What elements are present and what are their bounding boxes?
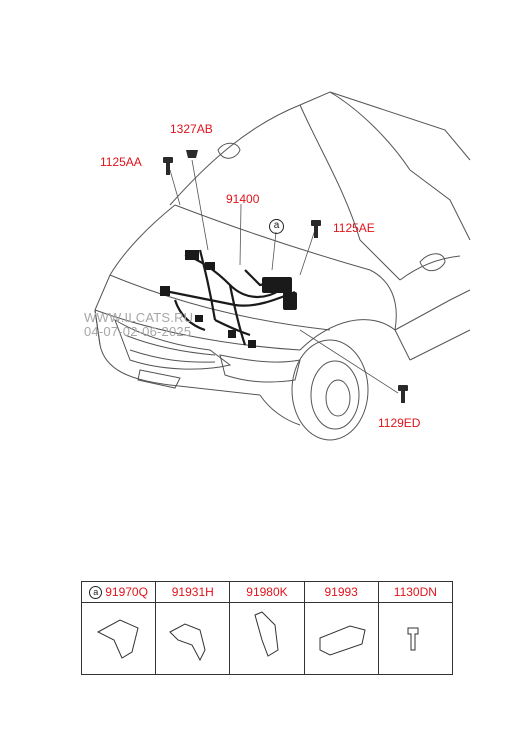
circle-a-marker: a xyxy=(269,219,284,234)
callout-1125aa: 1125AA xyxy=(100,155,142,169)
part-image-cell xyxy=(377,602,454,675)
callout-1129ed: 1129ED xyxy=(378,416,421,430)
part-image-cell xyxy=(303,602,379,675)
leader-lines xyxy=(169,159,399,394)
parts-header-1130dn: 1130DN xyxy=(377,581,454,603)
watermark-line2: 04-07-02-06-2025 xyxy=(84,324,192,339)
parts-header-91980k: 91980K xyxy=(229,581,305,603)
harness-connectors xyxy=(160,250,297,348)
circle-a-marker: a xyxy=(89,586,103,599)
callout-1125ae: 1125AE xyxy=(333,221,375,235)
part-number-label: 1130DN xyxy=(393,585,437,599)
car-body-outline xyxy=(94,91,471,441)
part-image-cell xyxy=(155,602,231,675)
parts-table-image-row xyxy=(80,602,454,675)
parts-header-91931h: 91931H xyxy=(155,581,231,603)
parts-header-91993: 91993 xyxy=(303,581,379,603)
watermark-line1: WWW.ILCATS.RU xyxy=(84,310,194,325)
part-number-label: 91970Q xyxy=(105,585,148,599)
part-number-label: 91931H xyxy=(171,585,214,599)
part-number-label: 91993 xyxy=(324,585,358,599)
part-image-cell xyxy=(229,602,305,675)
callout-1327ab: 1327AB xyxy=(170,122,213,136)
bolt-icons xyxy=(163,150,408,403)
part-number-label: 91980K xyxy=(246,585,288,599)
part-image-cell xyxy=(80,602,157,675)
callout-91400: 91400 xyxy=(226,192,260,206)
harness-wires xyxy=(159,249,296,346)
